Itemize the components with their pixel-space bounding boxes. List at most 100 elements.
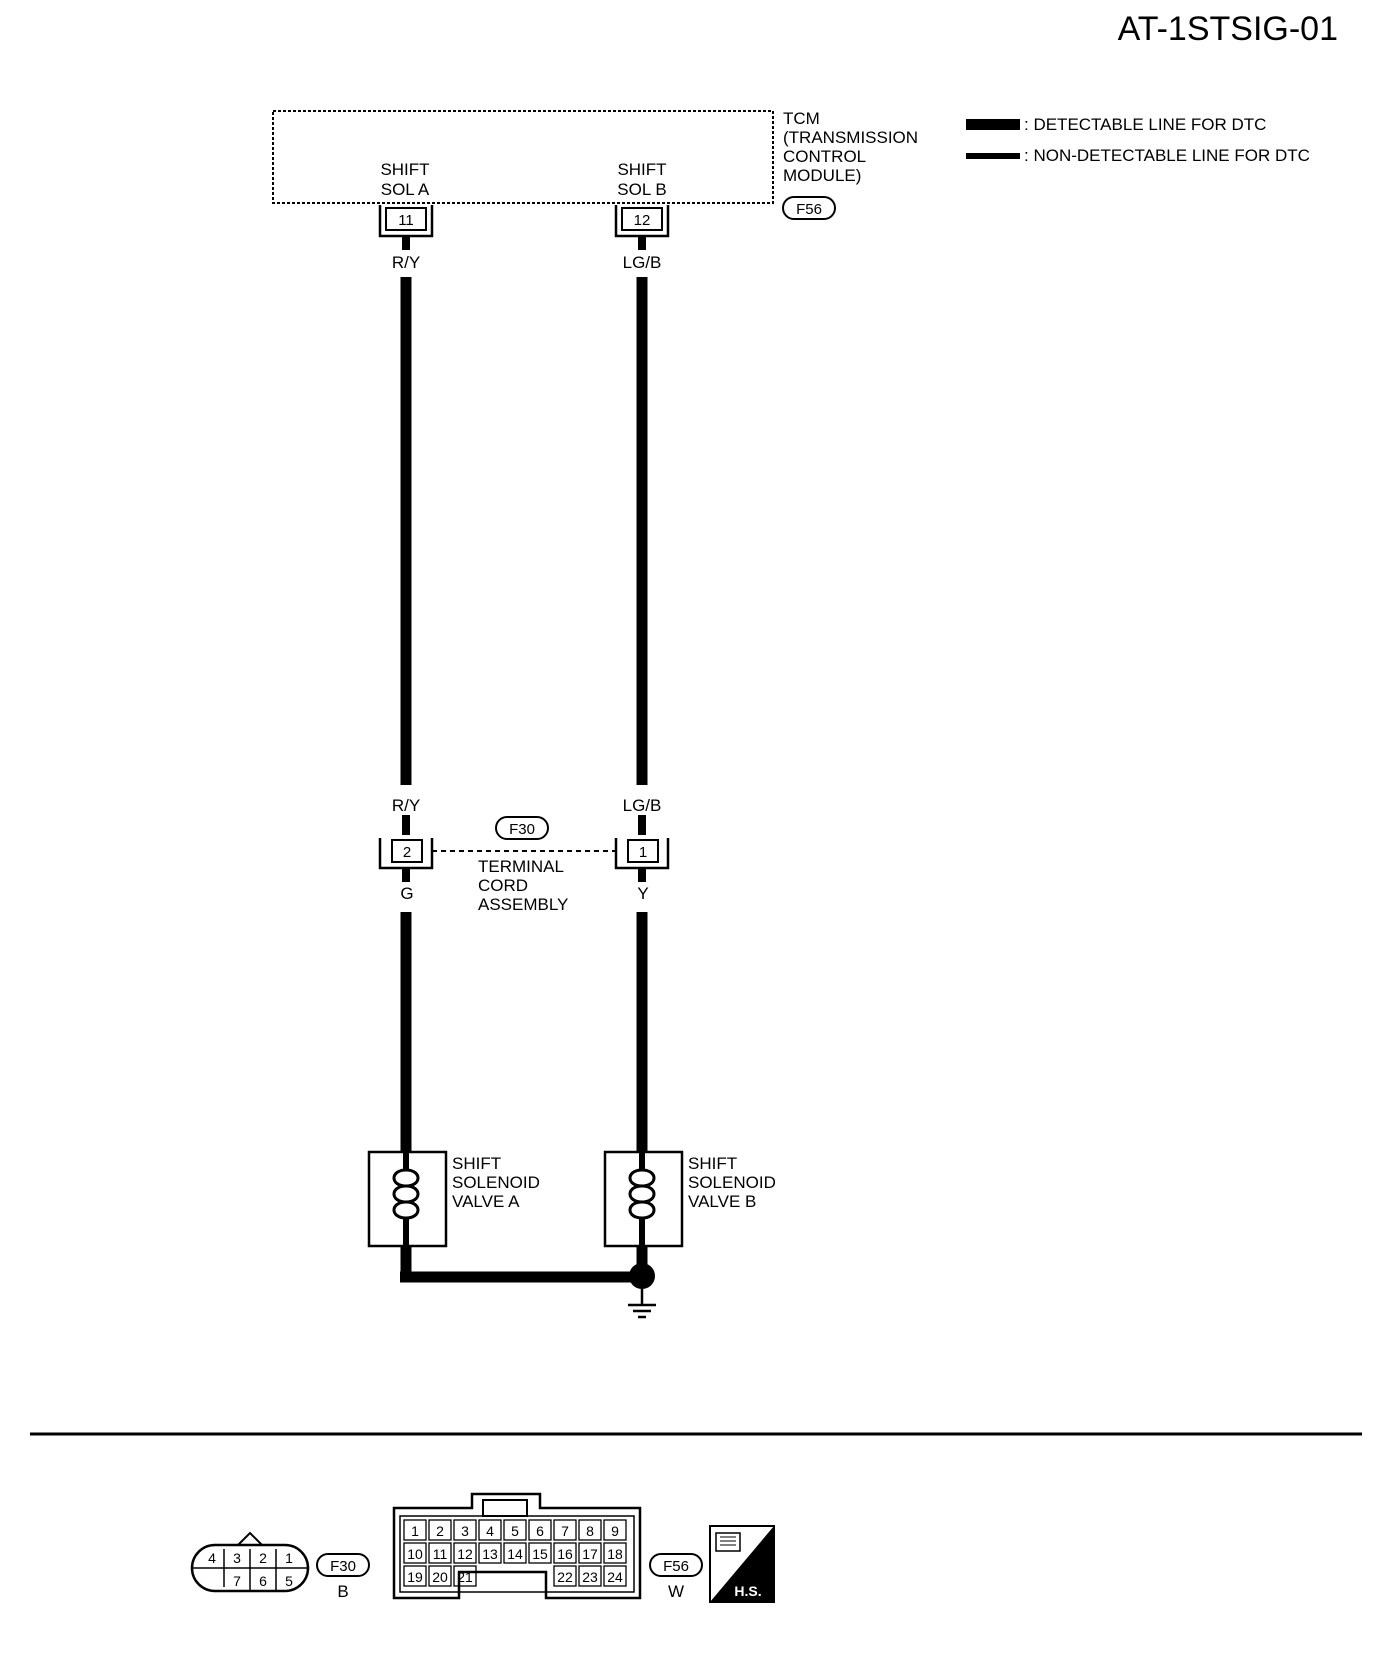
f30-connector-view: 4 3 2 1 7 6 5 F30 B bbox=[190, 1531, 370, 1601]
f56-cavity-box bbox=[453, 1565, 477, 1587]
ground-icon bbox=[628, 1289, 656, 1319]
f56-cavity-box bbox=[478, 1542, 502, 1564]
tcm-pin-11: 11 bbox=[378, 205, 434, 238]
f56-view-label: F56 bbox=[663, 1558, 689, 1575]
f56-cavity-box bbox=[453, 1542, 477, 1564]
f56-cavity-box bbox=[503, 1519, 527, 1541]
tcm-box bbox=[272, 110, 774, 204]
legend-non-detectable-label: : NON-DETECTABLE LINE FOR DTC bbox=[1024, 146, 1310, 165]
wire-color-ry-bottom: R/Y bbox=[392, 796, 420, 815]
f56-cavity-box bbox=[503, 1542, 527, 1564]
f56-cavity-box bbox=[403, 1565, 427, 1587]
f30-cavity: 6 bbox=[259, 1573, 267, 1589]
f30-connector-label: F30 bbox=[509, 821, 535, 838]
f56-cavity: 14 bbox=[507, 1546, 523, 1562]
f56-cavity-box bbox=[603, 1565, 627, 1587]
f56-cavity-box bbox=[528, 1519, 552, 1541]
f30-cavity: 1 bbox=[285, 1550, 293, 1566]
f56-cavity: 5 bbox=[511, 1523, 519, 1539]
terminal-cord-assembly: R/Y LG/B 2 1 F30 TERMINAL CORD ASSEMBLY … bbox=[378, 796, 670, 914]
f56-cavity: 20 bbox=[432, 1569, 448, 1585]
wire-color-lgb-top: LG/B bbox=[623, 253, 662, 272]
legend-non-detectable-swatch bbox=[966, 153, 1020, 159]
f56-cavity-box bbox=[553, 1565, 577, 1587]
f56-cavity: 12 bbox=[457, 1546, 473, 1562]
f56-cavity: 4 bbox=[486, 1523, 494, 1539]
f56-cavity: 2 bbox=[436, 1523, 444, 1539]
solenoid-a-line: SHIFT bbox=[452, 1154, 501, 1173]
f56-cavity-box bbox=[428, 1565, 452, 1587]
f56-cavity: 3 bbox=[461, 1523, 469, 1539]
shift-solenoid-valve-b: SHIFT SOLENOID VALVE B bbox=[603, 1150, 776, 1248]
solenoid-b-line: SOLENOID bbox=[688, 1173, 776, 1192]
terminal-cord-name-line: CORD bbox=[478, 876, 528, 895]
f56-cavity: 22 bbox=[557, 1569, 573, 1585]
f56-cavity: 1 bbox=[411, 1523, 419, 1539]
tcm-connector-oval bbox=[782, 196, 836, 220]
wire-color-ry-top: R/Y bbox=[392, 253, 420, 272]
f56-cavity: 10 bbox=[407, 1546, 423, 1562]
f56-cavity: 16 bbox=[557, 1546, 573, 1562]
f56-cavity: 24 bbox=[607, 1569, 623, 1585]
f30-view-label: F30 bbox=[330, 1558, 356, 1575]
f56-cavity-box bbox=[603, 1519, 627, 1541]
f56-cavity-box bbox=[578, 1565, 602, 1587]
solenoid-a-line: SOLENOID bbox=[452, 1173, 540, 1192]
f56-cavity: 8 bbox=[586, 1523, 594, 1539]
f56-cavity: 9 bbox=[611, 1523, 619, 1539]
solenoid-a-line: VALVE A bbox=[452, 1192, 520, 1211]
tcm-connector-label: F56 bbox=[796, 201, 822, 218]
tcm-pin-12-label: 12 bbox=[634, 212, 651, 229]
f56-cavity: 11 bbox=[433, 1546, 448, 1562]
f30-cavity: 3 bbox=[233, 1550, 241, 1566]
f30-view-color: B bbox=[337, 1582, 348, 1601]
f56-cavity: 17 bbox=[582, 1546, 598, 1562]
wire-color-g: G bbox=[400, 884, 413, 903]
solenoid-b-line: VALVE B bbox=[688, 1192, 756, 1211]
f56-cavity: 7 bbox=[561, 1523, 569, 1539]
f30-cavity: 7 bbox=[233, 1573, 241, 1589]
f56-cavity-box bbox=[528, 1542, 552, 1564]
tcm-name-line: CONTROL bbox=[783, 147, 866, 166]
wire-color-y: Y bbox=[637, 884, 648, 903]
f56-cavity-box bbox=[603, 1542, 627, 1564]
legend-detectable-swatch bbox=[966, 119, 1020, 130]
tcm-port-a-line2: SOL A bbox=[381, 180, 430, 199]
terminal-cord-name-line: ASSEMBLY bbox=[478, 895, 568, 914]
shift-solenoid-valve-a: SHIFT SOLENOID VALVE A bbox=[367, 1150, 540, 1248]
f56-cavity-box bbox=[578, 1519, 602, 1541]
f56-cavity-box bbox=[553, 1542, 577, 1564]
f30-cavity: 2 bbox=[259, 1550, 267, 1566]
hs-badge-label: H.S. bbox=[734, 1583, 761, 1599]
f56-view-color: W bbox=[668, 1582, 684, 1601]
f56-cavity: 18 bbox=[607, 1546, 623, 1562]
harness-side-badge: H.S. bbox=[709, 1525, 775, 1603]
f56-cavity: 23 bbox=[582, 1569, 598, 1585]
f56-cavity-box bbox=[403, 1542, 427, 1564]
f56-cavity-box bbox=[428, 1542, 452, 1564]
tcm-port-b-line2: SOL B bbox=[617, 180, 666, 199]
legend: : DETECTABLE LINE FOR DTC : NON-DETECTAB… bbox=[966, 115, 1310, 165]
tcm-pin-12: 12 bbox=[614, 205, 670, 238]
tcm-name-line: TCM bbox=[783, 109, 820, 128]
f56-cavity: 6 bbox=[536, 1523, 544, 1539]
tcm-port-b-line1: SHIFT bbox=[617, 160, 666, 179]
f56-cavity: 21 bbox=[457, 1569, 473, 1585]
f30-pin-1-label: 1 bbox=[639, 844, 647, 861]
terminal-cord-name-line: TERMINAL bbox=[478, 857, 564, 876]
diagram-id: AT-1STSIG-01 bbox=[1118, 10, 1338, 48]
f56-cavity-box bbox=[453, 1519, 477, 1541]
f56-cavity: 19 bbox=[407, 1569, 423, 1585]
f30-cavity: 5 bbox=[285, 1573, 293, 1589]
f56-cavity: 15 bbox=[532, 1546, 548, 1562]
tcm-name-line: (TRANSMISSION bbox=[783, 128, 918, 147]
f56-cavity-box bbox=[478, 1519, 502, 1541]
legend-detectable-label: : DETECTABLE LINE FOR DTC bbox=[1024, 115, 1266, 134]
f56-cavity-box bbox=[553, 1519, 577, 1541]
f30-cavity: 4 bbox=[208, 1550, 216, 1566]
solenoid-b-line: SHIFT bbox=[688, 1154, 737, 1173]
tcm-module: TCM (TRANSMISSION CONTROL MODULE) F56 SH… bbox=[272, 109, 918, 220]
f56-cavity-box bbox=[428, 1519, 452, 1541]
